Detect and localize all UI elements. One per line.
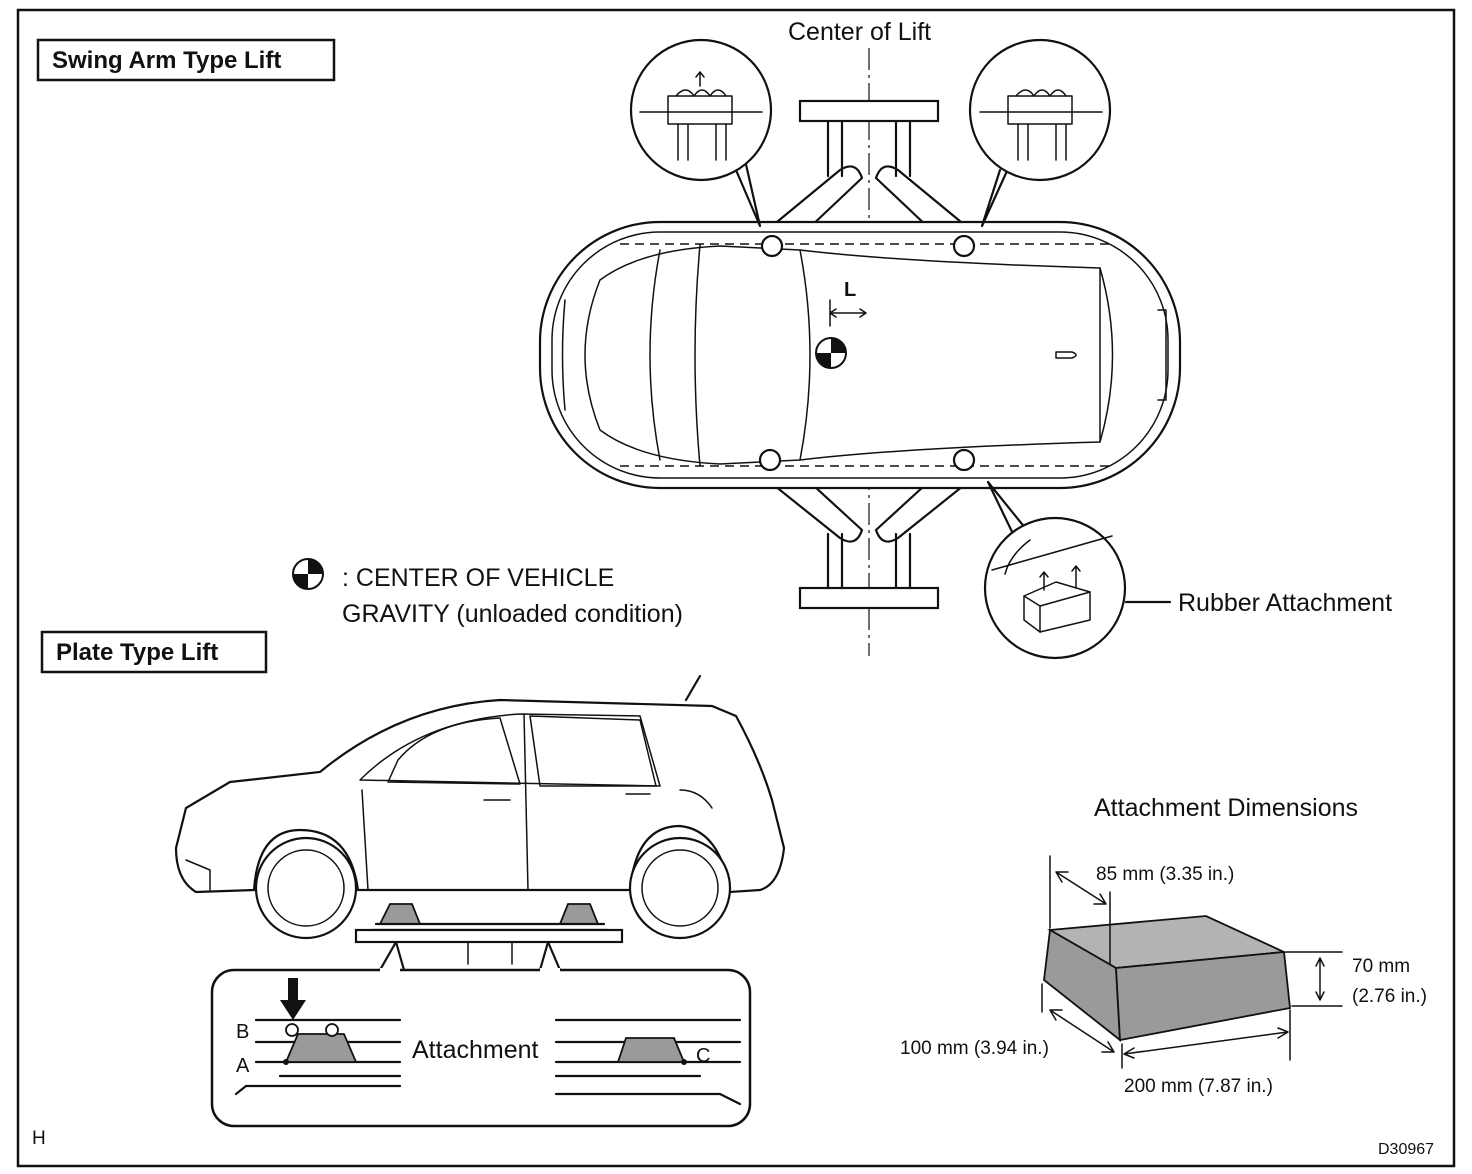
rear-wheel (628, 836, 732, 940)
dimension-width-label: 85 mm (3.35 in.) (1096, 864, 1234, 885)
dimension-depth-label: 100 mm (3.94 in.) (900, 1038, 1049, 1059)
center-of-lift-label: Center of Lift (788, 18, 931, 46)
swing-arm-title-text: Swing Arm Type Lift (52, 47, 281, 74)
lift-top-plate (798, 99, 940, 123)
plate-section-title: Plate Type Lift (40, 630, 268, 674)
rubber-attachment-label: Rubber Attachment (1178, 589, 1392, 617)
car-side-view (174, 674, 786, 940)
lift-point-rear-left (952, 234, 976, 258)
figure-frame (16, 8, 1456, 1168)
point-b-label: B (236, 1021, 249, 1043)
point-c-label: C (696, 1045, 710, 1067)
point-a-label: A (236, 1055, 250, 1077)
plate-title-text: Plate Type Lift (56, 639, 218, 666)
car-top-view: L (538, 220, 1182, 490)
dimensions-title: Attachment Dimensions (1094, 794, 1358, 822)
attachment-label: Attachment (412, 1036, 539, 1064)
cog-legend-icon (292, 558, 324, 590)
car-body-outline (538, 220, 1182, 490)
swing-arm-lift (758, 99, 980, 610)
attachment-detail-box (210, 968, 752, 1128)
callout-rear-lift-point (968, 38, 1112, 228)
l-dimension-label: L (844, 279, 856, 301)
callout-front-lift-point (629, 38, 773, 228)
front-wheel (254, 836, 358, 940)
callout-rubber-attachment (983, 480, 1172, 660)
cog-legend-line2: GRAVITY (unloaded condition) (342, 600, 683, 628)
dimension-height-in-label: (2.76 in.) (1352, 986, 1427, 1007)
attachment-block-drawing (1043, 915, 1291, 1042)
corner-letter: H (32, 1128, 46, 1149)
center-of-gravity-icon (815, 337, 847, 369)
lift-point-rear-right (952, 448, 976, 472)
lift-bottom-plate (798, 586, 940, 610)
lift-point-front-left (760, 234, 784, 258)
dimension-height-mm-label: 70 mm (1352, 956, 1410, 977)
figure-code: D30967 (1378, 1141, 1434, 1158)
lift-direction-arrow (280, 978, 306, 1020)
lift-point-front-right (758, 448, 782, 472)
dimension-length-label: 200 mm (7.87 in.) (1124, 1076, 1273, 1097)
cog-legend-line1: : CENTER OF VEHICLE (342, 564, 614, 592)
dimension-lines (1041, 855, 1343, 1069)
swing-arm-section-title: Swing Arm Type Lift (36, 38, 336, 82)
plate-lift (354, 903, 624, 972)
